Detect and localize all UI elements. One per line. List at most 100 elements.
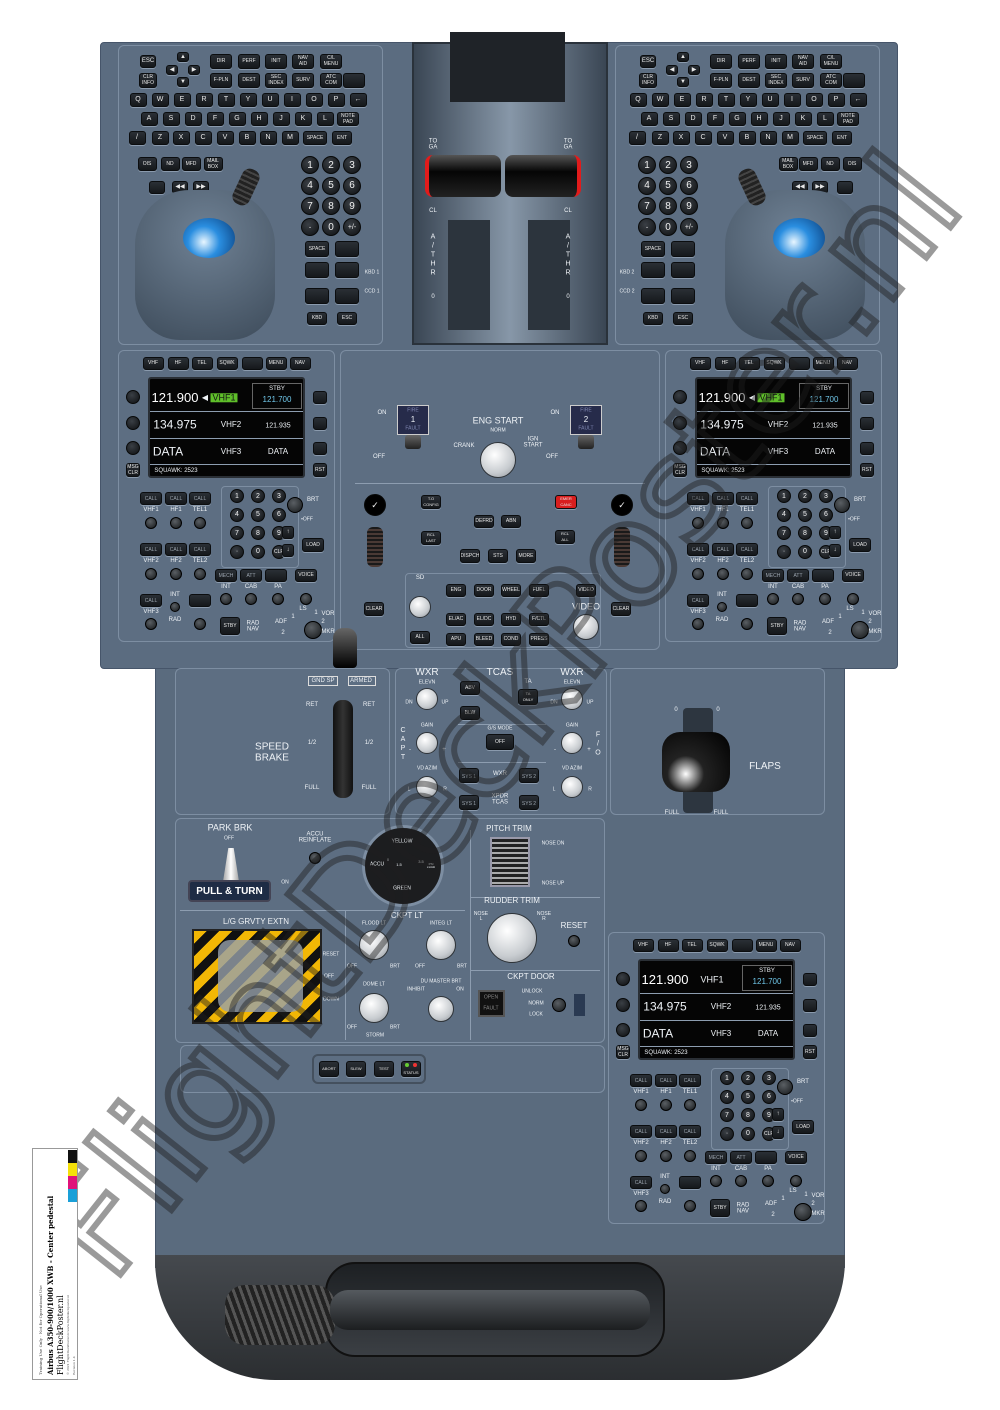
lg-gravity-switch[interactable] bbox=[218, 940, 303, 1012]
rmp-keypad-key[interactable]: 5 bbox=[251, 507, 265, 522]
numpad-key[interactable]: 2 bbox=[659, 156, 677, 174]
display-select-key[interactable]: OIS bbox=[137, 157, 157, 171]
integ-lt-knob[interactable] bbox=[426, 930, 456, 960]
letter-key[interactable]: E bbox=[673, 93, 691, 107]
function-key[interactable]: SURV bbox=[792, 72, 814, 88]
down-arrow-icon[interactable]: ↓ bbox=[282, 543, 294, 557]
msg-clr-key[interactable]: MSG CLR bbox=[616, 1045, 630, 1059]
letter-key[interactable]: J bbox=[272, 112, 290, 126]
down-arrow-icon[interactable]: ↓ bbox=[829, 543, 841, 557]
letter-key[interactable]: B bbox=[738, 131, 756, 145]
arrow-key-left-icon[interactable]: ◀ bbox=[166, 65, 178, 75]
letter-key[interactable]: M bbox=[281, 131, 299, 145]
letter-key[interactable]: NOTE PAD bbox=[337, 112, 359, 126]
blank-key[interactable] bbox=[335, 262, 359, 278]
kbd-key[interactable]: KBD bbox=[643, 311, 663, 325]
thrust-lever-1-handle[interactable] bbox=[425, 155, 501, 197]
rmp-top-key[interactable]: VHF bbox=[632, 938, 654, 952]
rmp-keypad-key[interactable]: 4 bbox=[230, 507, 244, 522]
rmp-top-key[interactable]: MENU bbox=[812, 356, 834, 370]
volume-knob[interactable] bbox=[170, 568, 182, 580]
line-select-key[interactable] bbox=[313, 441, 327, 455]
rmp-keypad-key[interactable]: 7 bbox=[230, 526, 244, 540]
letter-key[interactable]: N bbox=[759, 131, 777, 145]
letter-key[interactable]: D bbox=[684, 112, 702, 126]
emer-canc-key[interactable]: EMER CANC bbox=[555, 495, 577, 509]
wxr-sys2-key[interactable]: SYS 2 bbox=[519, 767, 539, 783]
rmp-keypad-key[interactable]: 8 bbox=[741, 1108, 755, 1122]
nav-source-selector[interactable] bbox=[794, 1203, 812, 1221]
rmp-keypad-key[interactable]: 7 bbox=[720, 1108, 734, 1122]
sd-page-key[interactable]: DOOR bbox=[474, 583, 494, 597]
int-rad-switch[interactable] bbox=[170, 602, 180, 612]
numpad-key[interactable]: 5 bbox=[322, 176, 340, 195]
letter-key[interactable]: K bbox=[794, 112, 812, 126]
volume-knob[interactable] bbox=[717, 517, 729, 529]
mech-key[interactable]: MECH bbox=[215, 568, 237, 582]
sd-page-key[interactable]: EL/AC bbox=[446, 612, 466, 626]
numpad-key[interactable]: 0 bbox=[322, 218, 340, 237]
volume-knob[interactable] bbox=[194, 517, 206, 529]
letter-key[interactable]: Y bbox=[739, 93, 757, 107]
arrow-key-up-icon[interactable]: ▲ bbox=[677, 52, 689, 62]
call-key[interactable]: CALL bbox=[630, 1124, 652, 1138]
numpad-key[interactable]: 7 bbox=[301, 197, 319, 216]
test-panel-key[interactable]: SLEW bbox=[346, 1061, 366, 1077]
status-key[interactable]: STATUS bbox=[401, 1061, 421, 1077]
rmp-keypad-key[interactable]: 0 bbox=[251, 544, 265, 559]
enter-key[interactable]: ENT bbox=[832, 131, 852, 145]
call-key[interactable]: CALL bbox=[736, 542, 758, 556]
rmp-top-key[interactable]: VHF bbox=[142, 356, 164, 370]
letter-key[interactable]: H bbox=[250, 112, 268, 126]
blank-key[interactable] bbox=[837, 180, 853, 194]
numpad-key[interactable]: 8 bbox=[322, 197, 340, 216]
handset[interactable] bbox=[330, 1290, 650, 1330]
voice-volume-knob[interactable] bbox=[847, 593, 859, 605]
ecam-thumbwheel[interactable] bbox=[614, 527, 630, 567]
volume-knob[interactable] bbox=[717, 568, 729, 580]
line-select-key[interactable] bbox=[803, 998, 817, 1012]
letter-key[interactable]: C bbox=[694, 131, 712, 145]
numpad-key[interactable]: 9 bbox=[343, 197, 361, 216]
call-key[interactable]: CALL bbox=[679, 1073, 701, 1087]
rmp-keypad-key[interactable]: 2 bbox=[251, 489, 265, 503]
rmp-top-key[interactable]: TEL bbox=[738, 356, 760, 370]
rmp-top-key[interactable]: HF bbox=[714, 356, 736, 370]
clear-key[interactable]: CLEAR bbox=[364, 602, 384, 616]
function-key[interactable]: F-PLN bbox=[210, 72, 232, 88]
letter-key[interactable]: O bbox=[805, 93, 823, 107]
xpdr-sys1-key[interactable]: SYS 1 bbox=[459, 794, 479, 810]
letter-key[interactable]: W bbox=[151, 93, 169, 107]
volume-knob[interactable] bbox=[741, 568, 753, 580]
speed-brake-handle[interactable] bbox=[333, 628, 357, 668]
call-key[interactable]: CALL bbox=[712, 491, 734, 505]
rmp-keypad-key[interactable]: 8 bbox=[798, 526, 812, 540]
more-key[interactable]: MORE bbox=[516, 549, 536, 563]
rmp-top-key[interactable]: TEL bbox=[681, 938, 703, 952]
function-key[interactable]: SEC INDEX bbox=[265, 72, 287, 88]
function-key[interactable]: ATC COM bbox=[320, 72, 342, 88]
sd-page-key[interactable]: FUEL bbox=[529, 583, 549, 597]
letter-key[interactable]: Z bbox=[151, 131, 169, 145]
up-arrow-icon[interactable]: ↑ bbox=[282, 525, 294, 539]
pa-volume-knob[interactable] bbox=[272, 593, 284, 605]
volume-knob[interactable] bbox=[660, 1150, 672, 1162]
rmp-top-key[interactable]: SQWK bbox=[216, 356, 238, 370]
pa-volume-knob[interactable] bbox=[819, 593, 831, 605]
letter-key[interactable]: T bbox=[717, 93, 735, 107]
letter-key[interactable]: Q bbox=[129, 93, 147, 107]
mech-key[interactable]: MECH bbox=[762, 568, 784, 582]
fire-pushbutton-1[interactable] bbox=[397, 405, 429, 435]
int-rad-switch[interactable] bbox=[660, 1184, 670, 1194]
call-key[interactable]: CALL bbox=[189, 542, 211, 556]
space-key[interactable]: SPACE bbox=[303, 131, 327, 145]
volume-knob[interactable] bbox=[194, 618, 206, 630]
blank-key[interactable] bbox=[335, 288, 359, 304]
letter-key[interactable]: I bbox=[783, 93, 801, 107]
rmp-top-key[interactable] bbox=[731, 938, 753, 952]
rmp-keypad-key[interactable]: · bbox=[720, 1126, 734, 1141]
numpad-key[interactable]: 3 bbox=[680, 156, 698, 174]
volume-knob[interactable] bbox=[660, 1099, 672, 1111]
letter-key[interactable]: H bbox=[750, 112, 768, 126]
line-select-key[interactable] bbox=[803, 1023, 817, 1037]
